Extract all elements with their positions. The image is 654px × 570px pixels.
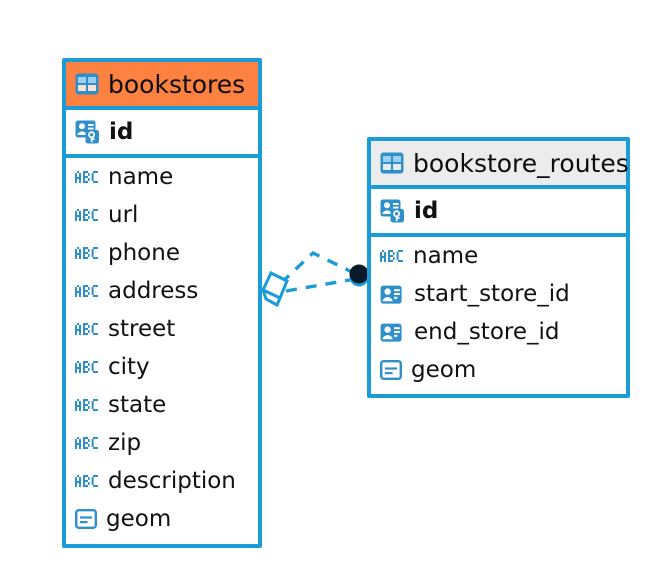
- entity-header-bookstores: bookstores: [66, 62, 258, 106]
- field-row-end-store-id[interactable]: end_store_id: [371, 313, 626, 351]
- field-row-zip[interactable]: zip: [66, 424, 258, 462]
- field-label: zip: [108, 429, 142, 456]
- table-icon: [380, 152, 404, 174]
- field-row-name[interactable]: name: [371, 237, 626, 275]
- field-label: name: [413, 242, 479, 269]
- abc-text-icon: [75, 474, 99, 488]
- field-label: phone: [108, 239, 180, 266]
- geometry-icon: [75, 509, 97, 529]
- primary-key-separator: [66, 154, 258, 158]
- field-label: url: [108, 201, 139, 228]
- field-label: geom: [411, 356, 477, 383]
- abc-text-icon: [75, 246, 99, 260]
- field-label: name: [108, 163, 174, 190]
- filled-circle-marker: [349, 264, 369, 287]
- field-row-description[interactable]: description: [66, 462, 258, 500]
- field-label: street: [108, 315, 176, 342]
- primary-key-separator: [371, 233, 626, 237]
- field-row-geom[interactable]: geom: [371, 351, 626, 389]
- header-separator: [371, 185, 626, 189]
- foreign-key-icon: [380, 284, 405, 305]
- field-label: start_store_id: [414, 280, 570, 307]
- field-list-bookstore-routes: id: [371, 189, 626, 389]
- field-label: state: [108, 391, 167, 418]
- abc-text-icon: [75, 322, 99, 336]
- field-label: address: [108, 277, 199, 304]
- field-label: geom: [106, 505, 172, 532]
- field-row-city[interactable]: city: [66, 348, 258, 386]
- relationship-line-upper: [279, 250, 353, 285]
- field-label: end_store_id: [414, 318, 560, 345]
- foreign-key-icon: [380, 322, 405, 343]
- field-row-state[interactable]: state: [66, 386, 258, 424]
- abc-text-icon: [75, 208, 99, 222]
- relationship-line-lower: [285, 278, 351, 293]
- field-row-geom[interactable]: geom: [66, 500, 258, 538]
- entity-bookstore-routes[interactable]: bookstore_routes: [367, 137, 630, 398]
- abc-text-icon: [75, 284, 99, 298]
- field-list-bookstores: id: [66, 110, 258, 538]
- entity-title: bookstores: [108, 69, 246, 99]
- header-separator: [66, 106, 258, 110]
- field-row-address[interactable]: address: [66, 272, 258, 310]
- entity-header-bookstore-routes: bookstore_routes: [371, 141, 629, 185]
- field-row-name[interactable]: name: [66, 158, 258, 196]
- abc-text-icon: [75, 398, 99, 412]
- field-label: city: [108, 353, 150, 380]
- field-row-street[interactable]: street: [66, 310, 258, 348]
- primary-key-icon: [380, 199, 405, 223]
- field-row-start-store-id[interactable]: start_store_id: [371, 275, 626, 313]
- field-row-phone[interactable]: phone: [66, 234, 258, 272]
- field-label: description: [108, 467, 236, 494]
- abc-text-icon: [75, 360, 99, 374]
- field-row-id[interactable]: id: [66, 110, 258, 154]
- diamond-open-marker: [260, 270, 289, 308]
- entity-bookstores[interactable]: bookstores: [62, 58, 262, 548]
- abc-text-icon: [380, 249, 404, 263]
- abc-text-icon: [75, 436, 99, 450]
- field-label: id: [414, 197, 439, 224]
- table-icon: [75, 73, 99, 95]
- field-label: id: [109, 118, 134, 145]
- field-row-url[interactable]: url: [66, 196, 258, 234]
- abc-text-icon: [75, 170, 99, 184]
- field-row-id[interactable]: id: [371, 189, 626, 233]
- entity-title: bookstore_routes: [413, 148, 629, 178]
- primary-key-icon: [75, 120, 100, 144]
- geometry-icon: [380, 360, 402, 380]
